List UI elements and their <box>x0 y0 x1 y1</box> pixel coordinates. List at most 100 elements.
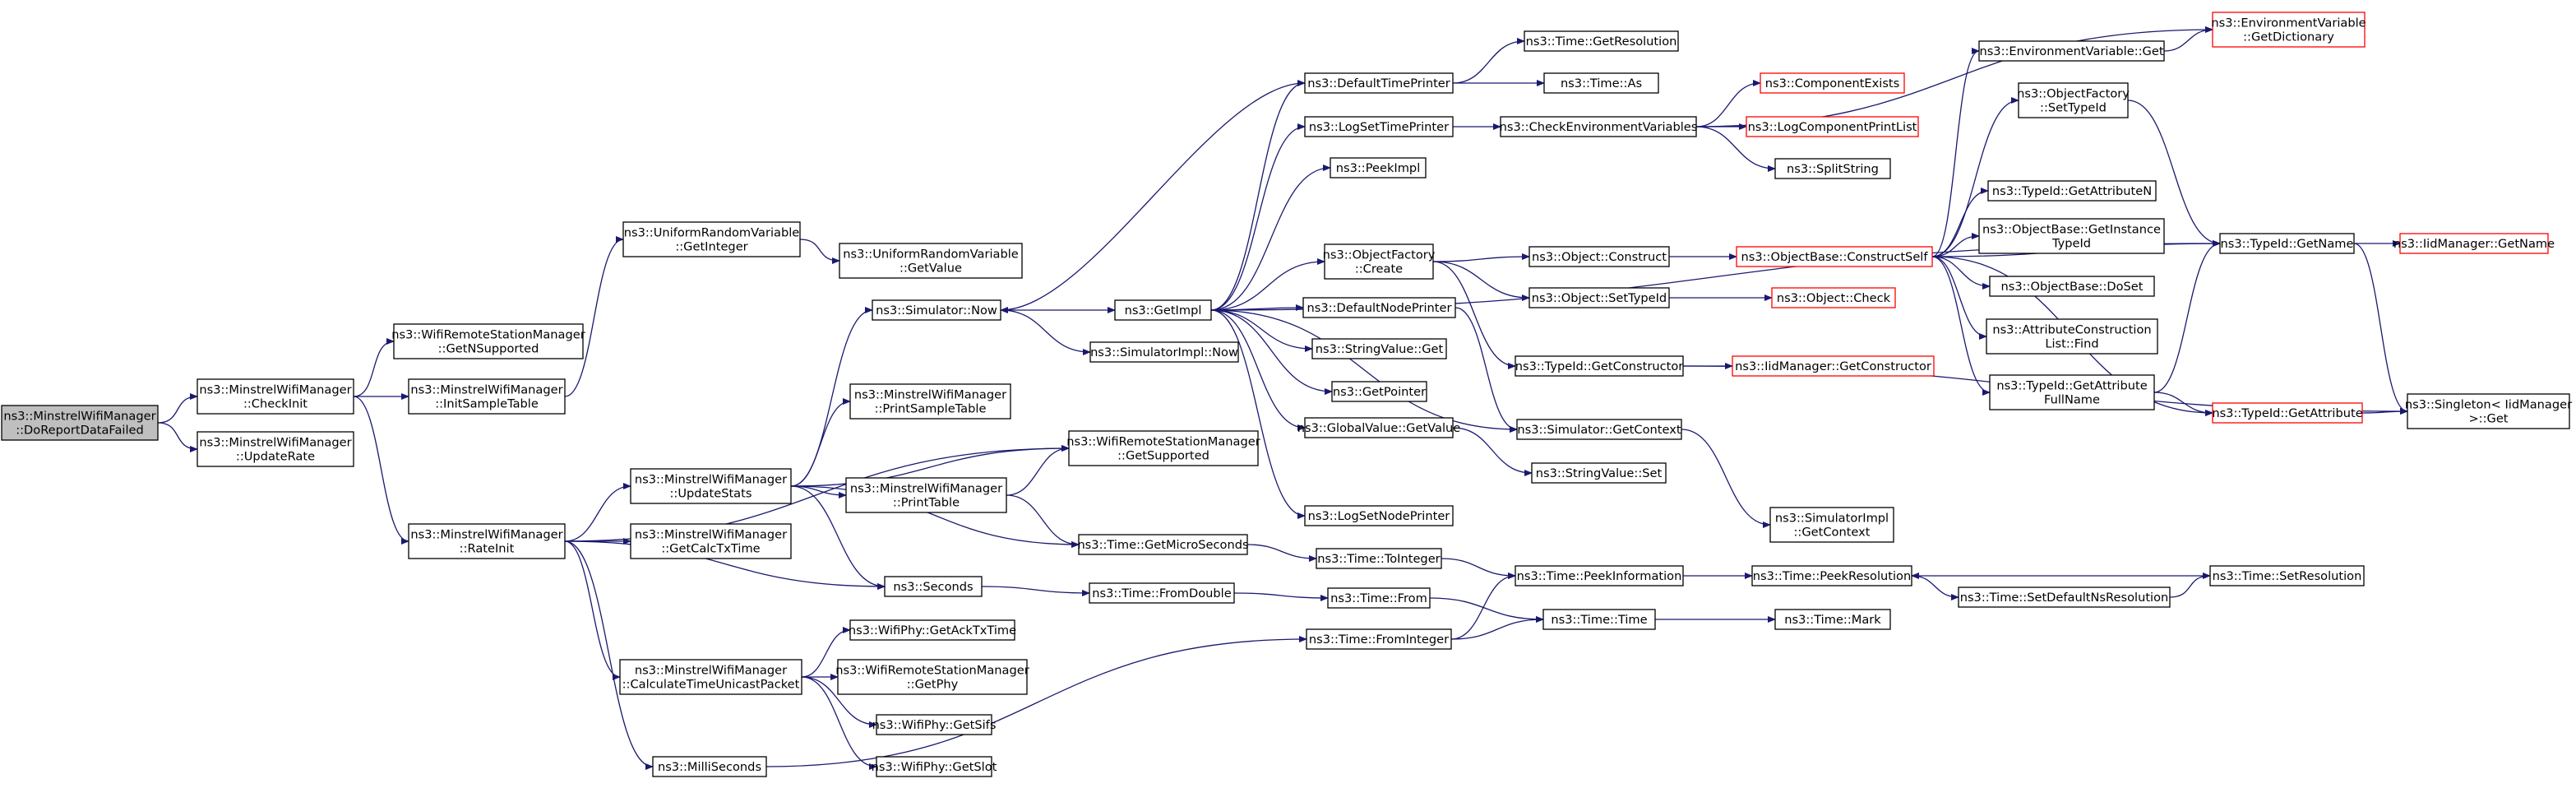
node-iidmanager-getname[interactable]: ns3::IidManager::GetName <box>2393 233 2555 254</box>
node-label: ns3::GetPointer <box>1333 385 1426 399</box>
node-time-setresolution[interactable]: ns3::Time::SetResolution <box>2209 565 2365 586</box>
edge-line <box>981 586 1090 596</box>
node-simimpl-now[interactable]: ns3::SimulatorImpl::Now <box>1089 341 1239 363</box>
node-getpointer[interactable]: ns3::GetPointer <box>1331 381 1427 402</box>
node-object-check[interactable]: ns3::Object::Check <box>1771 287 1896 308</box>
node-fromdouble[interactable]: ns3::Time::FromDouble <box>1089 582 1235 604</box>
node-checkinit[interactable]: ns3::MinstrelWifiManager::CheckInit <box>197 378 354 415</box>
node-time-time[interactable]: ns3::Time::Time <box>1542 609 1656 630</box>
node-seconds[interactable]: ns3::Seconds <box>884 576 983 597</box>
node-getslot[interactable]: ns3::WifiPhy::GetSlot <box>872 756 997 777</box>
node-getacktxtime[interactable]: ns3::WifiPhy::GetAckTxTime <box>849 619 1016 641</box>
edge-objectfactory-create-to-object-construct <box>1432 253 1530 262</box>
node-urv-getinteger[interactable]: ns3::UniformRandomVariable::GetInteger <box>622 221 801 257</box>
node-label: ::GetSupported <box>1117 449 1209 463</box>
node-label: TypeId <box>2051 237 2091 251</box>
node-label: ns3::Time::PeekInformation <box>1517 569 1682 583</box>
node-defaultnodeprinter[interactable]: ns3::DefaultNodePrinter <box>1302 297 1456 318</box>
node-time-as[interactable]: ns3::Time::As <box>1543 72 1659 94</box>
edge-line <box>157 393 198 424</box>
node-time-getresolution[interactable]: ns3::Time::GetResolution <box>1524 30 1679 52</box>
node-getsupported[interactable]: ns3::WifiRemoteStationManager::GetSuppor… <box>1066 430 1260 466</box>
node-objectbase-doset[interactable]: ns3::ObjectBase::DoSet <box>1989 276 2155 297</box>
node-printtable[interactable]: ns3::MinstrelWifiManager::PrintTable <box>845 477 1007 513</box>
node-logsetnodeprinter[interactable]: ns3::LogSetNodePrinter <box>1304 505 1454 526</box>
node-label: ns3::LogSetNodePrinter <box>1308 509 1450 523</box>
node-objectfactory-settypeid[interactable]: ns3::ObjectFactory::SetTypeId <box>2017 82 2130 118</box>
node-envvar-get[interactable]: ns3::EnvironmentVariable::Get <box>1978 40 2165 62</box>
node-label: ns3::WifiPhy::GetSlot <box>872 760 997 774</box>
node-box <box>652 756 767 777</box>
node-box <box>1078 534 1248 555</box>
node-time-setdefaultnsresolution[interactable]: ns3::Time::SetDefaultNsResolution <box>1958 586 2171 608</box>
edge-simulator-now-to-simimpl-now <box>1000 309 1091 355</box>
node-checkenvvars[interactable]: ns3::CheckEnvironmentVariables <box>1500 116 1698 137</box>
node-typeid-getattributen[interactable]: ns3::TypeId::GetAttributeN <box>1987 180 2157 202</box>
node-typeid-getname[interactable]: ns3::TypeId::GetName <box>2219 233 2355 254</box>
node-updatestats[interactable]: ns3::MinstrelWifiManager::UpdateStats <box>630 468 792 504</box>
edge-line <box>1210 80 1306 311</box>
node-time-frominteger[interactable]: ns3::Time::FromInteger <box>1306 628 1452 650</box>
node-urv-getvalue[interactable]: ns3::UniformRandomVariable::GetValue <box>839 243 1023 279</box>
node-box <box>1978 218 2165 254</box>
node-splitstring[interactable]: ns3::SplitString <box>1774 158 1891 179</box>
node-getmicroseconds[interactable]: ns3::Time::GetMicroSeconds <box>1077 534 1249 555</box>
node-box <box>1989 276 2155 297</box>
edge-objectbase-constructself-to-objectbase-getinstancetypeid <box>1931 233 1980 257</box>
node-time-tointeger[interactable]: ns3::Time::ToInteger <box>1316 548 1442 569</box>
node-updaterate[interactable]: ns3::MinstrelWifiManager::UpdateRate <box>197 431 354 467</box>
node-getimpl[interactable]: ns3::GetImpl <box>1114 299 1212 321</box>
edge-line <box>1931 256 1991 290</box>
node-typeid-getattribute[interactable]: ns3::TypeId::GetAttribute <box>2212 402 2363 424</box>
node-iidmanager-getconstructor[interactable]: ns3::IidManager::GetConstructor <box>1732 355 1935 377</box>
node-simulator-getcontext[interactable]: ns3::Simulator::GetContext <box>1516 419 1682 440</box>
node-logcomponentprintlist[interactable]: ns3::LogComponentPrintList <box>1746 116 1919 137</box>
node-time-mark[interactable]: ns3::Time::Mark <box>1774 609 1891 630</box>
node-box <box>2212 402 2363 424</box>
node-objectbase-constructself[interactable]: ns3::ObjectBase::ConstructSelf <box>1736 246 1933 267</box>
node-defaulttimeprinter[interactable]: ns3::DefaultTimePrinter <box>1304 72 1454 94</box>
node-box <box>408 523 566 559</box>
node-root[interactable]: ns3::MinstrelWifiManager::DoReportDataFa… <box>1 405 159 441</box>
node-object-construct[interactable]: ns3::Object::Construct <box>1528 246 1670 267</box>
node-simulator-now[interactable]: ns3::Simulator::Now <box>872 299 1001 321</box>
node-time-peekinformation[interactable]: ns3::Time::PeekInformation <box>1515 565 1684 586</box>
node-globalvalue-getvalue[interactable]: ns3::GlobalValue::GetValue <box>1297 417 1461 438</box>
node-printsampletable[interactable]: ns3::MinstrelWifiManager::PrintSampleTab… <box>849 383 1011 420</box>
node-label: ns3::ObjectBase::ConstructSelf <box>1741 250 1929 264</box>
node-label: ns3::Singleton< IidManager <box>2405 398 2572 412</box>
node-milliseconds[interactable]: ns3::MilliSeconds <box>652 756 767 777</box>
node-wrsm-getphy[interactable]: ns3::WifiRemoteStationManager::GetPhy <box>835 659 1029 695</box>
edge-line <box>1931 188 1989 257</box>
node-initsampletable[interactable]: ns3::MinstrelWifiManager::InitSampleTabl… <box>408 378 566 415</box>
node-stringvalue-get[interactable]: ns3::StringValue::Get <box>1311 338 1447 359</box>
node-envvar-getdictionary[interactable]: ns3::EnvironmentVariable::GetDictionary <box>2211 12 2366 48</box>
node-calctimeunicast[interactable]: ns3::MinstrelWifiManager::CalculateTimeU… <box>619 659 802 695</box>
edge-line <box>1210 258 1325 311</box>
edge-line <box>1454 307 1518 433</box>
node-simimpl-getcontext[interactable]: ns3::SimulatorImpl::GetContext <box>1769 507 1894 543</box>
node-logsettimeprinter[interactable]: ns3::LogSetTimePrinter <box>1304 116 1454 137</box>
node-objectfactory-create[interactable]: ns3::ObjectFactory::Create <box>1323 243 1436 280</box>
node-singleton-get[interactable]: ns3::Singleton< IidManager >::Get <box>2405 393 2572 429</box>
node-label: ns3::StringValue::Set <box>1536 466 1663 480</box>
node-label: ::GetContext <box>1793 526 1870 540</box>
node-componentexists[interactable]: ns3::ComponentExists <box>1760 72 1905 94</box>
edge-updatestats-to-printsampletable <box>790 398 851 487</box>
edge-getimpl-to-logsettimeprinter <box>1210 123 1306 311</box>
node-object-settypeid[interactable]: ns3::Object::SetTypeId <box>1528 287 1670 308</box>
node-label: ::GetCalcTxTime <box>661 542 760 556</box>
edge-line <box>1450 573 1516 640</box>
node-getcalctxtime[interactable]: ns3::MinstrelWifiManager::GetCalcTxTime <box>630 523 792 559</box>
node-typeid-getconstructor[interactable]: ns3::TypeId::GetConstructor <box>1515 355 1684 377</box>
node-getnsupported[interactable]: ns3::WifiRemoteStationManager::GetNSuppo… <box>391 323 585 359</box>
node-time-from[interactable]: ns3::Time::From <box>1327 587 1431 609</box>
node-time-peekresolution[interactable]: ns3::Time::PeekResolution <box>1751 565 1912 586</box>
node-peekimpl[interactable]: ns3::PeekImpl <box>1330 157 1427 178</box>
node-getsifs[interactable]: ns3::WifiPhy::GetSifs <box>872 714 997 735</box>
node-rateinit[interactable]: ns3::MinstrelWifiManager::RateInit <box>408 523 566 559</box>
node-stringvalue-set[interactable]: ns3::StringValue::Set <box>1531 462 1667 484</box>
